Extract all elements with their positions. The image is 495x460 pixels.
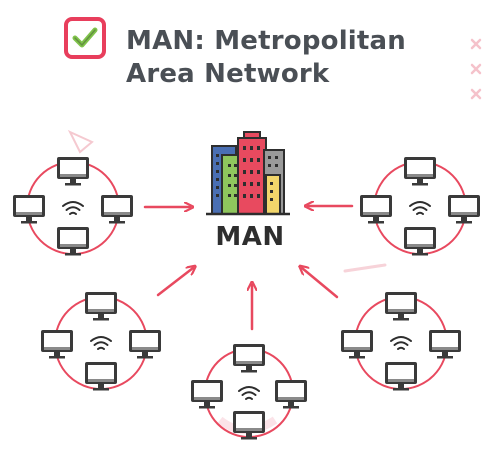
lan-top-right bbox=[360, 157, 480, 256]
lan-bottom-right bbox=[341, 292, 461, 391]
decorative-x-marks bbox=[470, 38, 482, 100]
wifi-icon bbox=[90, 336, 112, 350]
wifi-icon bbox=[409, 201, 431, 215]
arrow-bottom-right bbox=[302, 268, 339, 299]
monitor-icon bbox=[101, 195, 133, 224]
decorative-triangle bbox=[67, 129, 94, 154]
man-label: MAN bbox=[215, 222, 285, 252]
wifi-icon bbox=[62, 201, 84, 215]
monitor-icon bbox=[341, 330, 373, 359]
monitor-icon bbox=[85, 362, 117, 391]
monitor-icon bbox=[429, 330, 461, 359]
page-title: MAN: Metropolitan Area Network bbox=[126, 25, 426, 91]
wifi-icon bbox=[390, 336, 412, 350]
wifi-icon bbox=[238, 386, 260, 400]
monitor-icon bbox=[404, 157, 436, 186]
decorative-line bbox=[343, 263, 387, 273]
monitor-icon bbox=[13, 195, 45, 224]
monitor-icon bbox=[57, 157, 89, 186]
title-line-1: MAN: Metropolitan bbox=[126, 26, 407, 56]
monitor-icon bbox=[57, 227, 89, 256]
monitor-icon bbox=[404, 227, 436, 256]
lan-top-left bbox=[13, 157, 133, 256]
title-line-2: Area Network bbox=[126, 59, 330, 89]
lan-bottom-center bbox=[191, 344, 307, 440]
monitor-icon bbox=[41, 330, 73, 359]
monitor-icon bbox=[191, 380, 223, 409]
monitor-icon bbox=[129, 330, 161, 359]
monitor-icon bbox=[233, 344, 265, 373]
monitor-icon bbox=[385, 292, 417, 321]
monitor-icon bbox=[85, 292, 117, 321]
header: MAN: Metropolitan Area Network bbox=[62, 15, 422, 95]
monitor-icon bbox=[385, 362, 417, 391]
monitor-icon bbox=[275, 380, 307, 409]
city-buildings-icon bbox=[206, 131, 290, 216]
lan-bottom-left bbox=[41, 292, 161, 391]
monitor-icon bbox=[360, 195, 392, 224]
monitor-icon bbox=[448, 195, 480, 224]
arrow-bottom-left bbox=[156, 268, 193, 297]
checkmark-icon bbox=[64, 17, 106, 59]
